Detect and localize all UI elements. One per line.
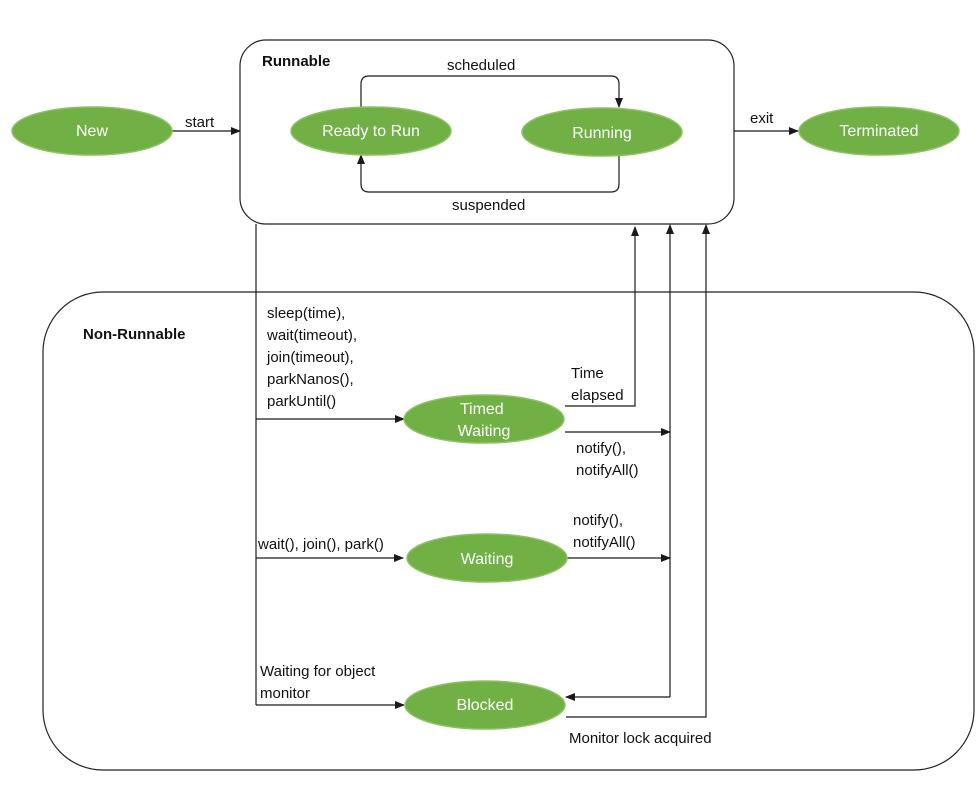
to-timed-waiting-label: sleep(time), wait(timeout), join(timeout… <box>266 305 361 410</box>
to-waiting-label: wait(), join(), park() <box>257 536 384 553</box>
state-timed-waiting-label: Timed Waiting <box>458 401 511 440</box>
state-terminated: Terminated <box>798 106 960 156</box>
state-blocked: Blocked <box>404 680 566 730</box>
time-elapsed-label: Time elapsed <box>571 365 624 404</box>
runnable-group-title: Runnable <box>262 53 330 70</box>
timed-notify-label: notify(), notifyAll() <box>576 440 639 479</box>
scheduled-label: scheduled <box>447 57 515 74</box>
state-terminated-label: Terminated <box>839 123 918 140</box>
state-new-label: New <box>76 123 108 140</box>
non-runnable-group-title: Non-Runnable <box>83 326 186 343</box>
state-blocked-label: Blocked <box>457 697 514 714</box>
waiting-notify-label: notify(), notifyAll() <box>573 512 636 551</box>
monitor-lock-label: Monitor lock acquired <box>569 730 712 747</box>
exit-label: exit <box>750 110 774 127</box>
state-new: New <box>11 106 173 156</box>
state-ready-to-run-label: Ready to Run <box>322 123 420 140</box>
state-ready-to-run: Ready to Run <box>290 106 452 156</box>
start-label: start <box>185 114 215 131</box>
state-running: Running <box>521 107 683 157</box>
non-runnable-group-box <box>42 291 975 771</box>
time-elapsed-arrow <box>565 226 639 407</box>
scheduled-arrow <box>360 75 623 113</box>
state-waiting: Waiting <box>406 533 568 583</box>
monitor-lock-arrow <box>566 224 710 718</box>
state-waiting-label: Waiting <box>461 551 514 568</box>
state-timed-waiting: Timed Waiting <box>403 394 565 444</box>
suspended-arrow <box>357 154 620 193</box>
state-running-label: Running <box>572 125 632 142</box>
to-blocked-label: Waiting for object monitor <box>260 663 380 702</box>
suspended-label: suspended <box>452 197 525 214</box>
